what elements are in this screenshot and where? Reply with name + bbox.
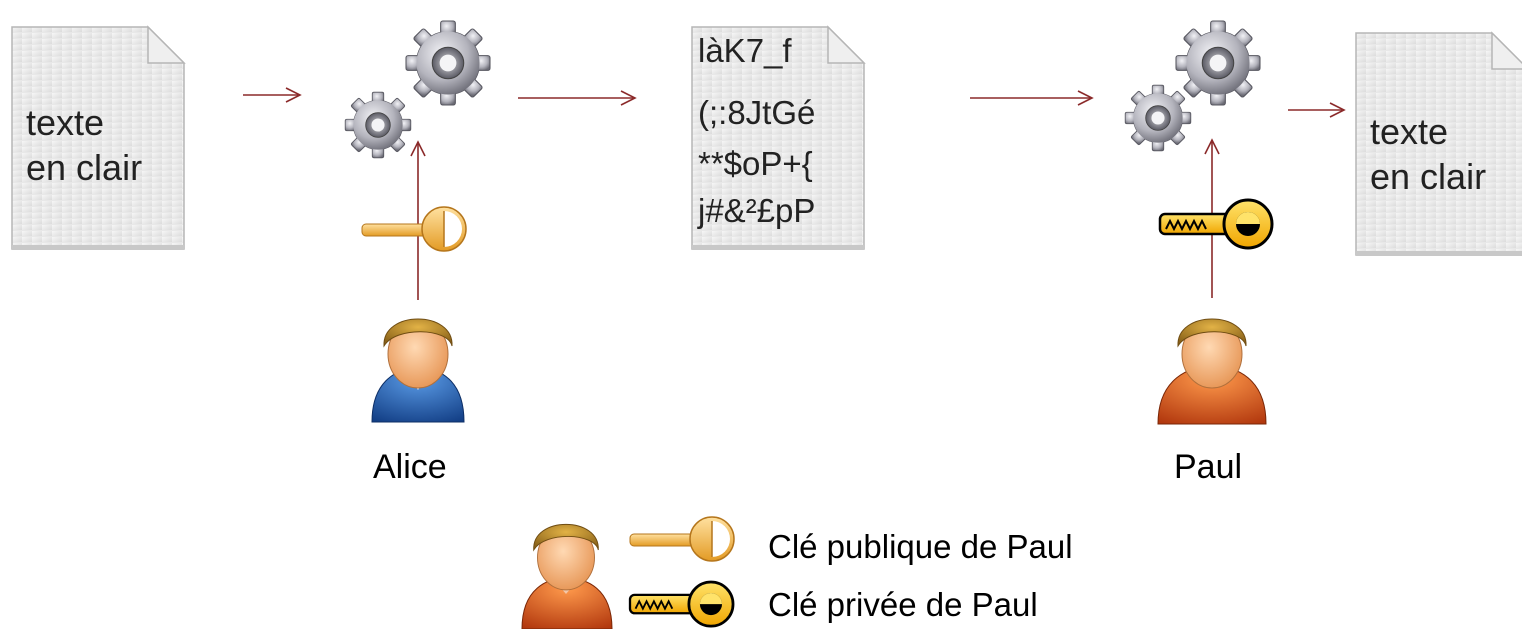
arrow-gears-to-plaintext — [1288, 102, 1346, 118]
decryption-gears-icon — [1124, 20, 1261, 152]
sender-name: Alice — [373, 448, 447, 486]
legend-paul-avatar-icon — [521, 523, 613, 629]
legend-private-key-label: Clé privée de Paul — [768, 586, 1038, 623]
encryption-gears-icon — [344, 20, 491, 159]
plaintext-line-2: en clair — [26, 147, 143, 188]
ciphertext-line-4: j#&²£pP — [698, 192, 816, 229]
ciphertext-line-1: làK7_f — [698, 32, 792, 69]
arrow-plaintext-to-gears — [243, 87, 302, 103]
paul-avatar-icon — [1157, 318, 1267, 425]
alice-avatar-icon — [371, 318, 465, 423]
legend-public-key-label: Clé publique de Paul — [768, 528, 1073, 565]
arrow-ciphertext-to-gears — [970, 90, 1094, 106]
ciphertext-line-2: (;:8JtGé — [698, 94, 816, 131]
arrow-alice-up — [410, 140, 426, 300]
plaintext-line-1: texte — [26, 102, 105, 143]
legend-public-key-icon — [629, 516, 735, 562]
ciphertext-line-3: **$oP+{ — [698, 145, 813, 182]
arrow-gears-to-ciphertext — [518, 90, 637, 106]
legend-private-key-icon — [628, 580, 735, 628]
decrypted-line-2: en clair — [1370, 156, 1487, 197]
decrypted-line-1: texte — [1370, 111, 1449, 152]
private-key-icon — [1158, 198, 1274, 250]
receiver-name: Paul — [1174, 448, 1243, 486]
public-key-icon — [361, 206, 467, 252]
flow-arrows — [243, 87, 1346, 300]
